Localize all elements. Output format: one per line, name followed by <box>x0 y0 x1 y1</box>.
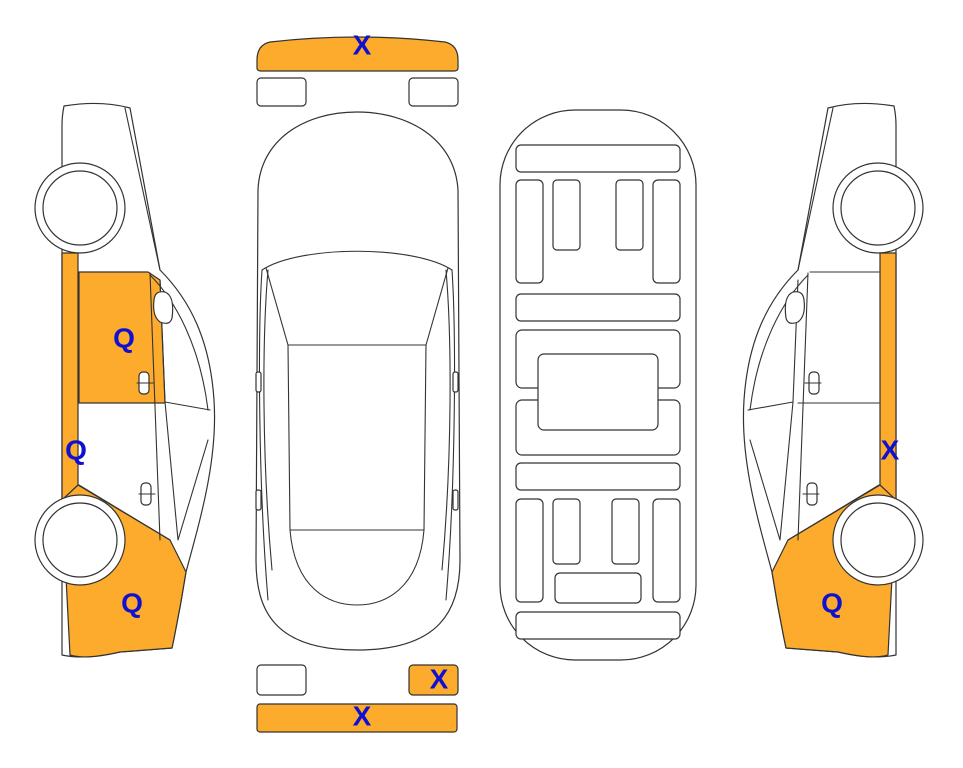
underbody-mid-crossmember <box>515 293 681 322</box>
right-side-rear-door-line <box>787 484 880 541</box>
left-side-view: Q Q Q <box>34 102 216 658</box>
right-front-door-handle[interactable] <box>804 371 822 395</box>
underbody-front-left-inner <box>552 179 581 251</box>
top-view-body-outline[interactable] <box>255 111 461 651</box>
left-front-door-handle[interactable] <box>136 371 154 395</box>
underbody-front-right-inner <box>615 179 644 251</box>
right-rocker-mark: X <box>881 434 900 465</box>
right-rear-quarter-mark: Q <box>821 587 843 618</box>
right-rear-wheel[interactable] <box>832 494 924 586</box>
underbody-rear-right-rail <box>652 498 681 603</box>
left-front-door-mark: Q <box>113 322 135 353</box>
right-side-mirror[interactable] <box>784 291 805 324</box>
left-rocker-mark: Q <box>65 434 87 465</box>
right-side-view: X Q <box>742 102 924 658</box>
top-view-roof <box>287 344 427 531</box>
rear-bumper-mark: X <box>353 700 372 731</box>
top-view-left-fender <box>258 269 269 601</box>
underbody-front-right-rail <box>652 179 681 284</box>
left-side-door-edge <box>149 272 161 541</box>
left-side-hood-line <box>124 107 161 271</box>
top-view-right-pillar <box>441 269 451 571</box>
left-front-wheel[interactable] <box>34 162 126 254</box>
underbody-rear-panel <box>515 611 681 640</box>
left-rear-door-handle[interactable] <box>138 482 156 506</box>
right-side-belt-line <box>749 274 809 411</box>
left-mirror[interactable] <box>255 371 262 393</box>
right-rear-wheel-rim <box>840 502 916 578</box>
underbody-view <box>499 109 697 661</box>
underbody-rear-crossmember <box>515 462 681 491</box>
rear-right-taillight-mark: X <box>430 663 449 694</box>
underbody-rear-right-inner <box>611 498 640 565</box>
top-view-windshield <box>265 267 449 346</box>
front-bumper-mark: X <box>353 29 372 60</box>
underbody-front-left-rail <box>515 179 544 284</box>
rear-right-taillight[interactable] <box>408 664 459 696</box>
rear-left-taillight[interactable] <box>256 664 307 696</box>
right-side-rear-window-line <box>749 401 794 541</box>
right-side-hood-line <box>797 107 834 271</box>
underbody-front-crossmember <box>515 144 681 173</box>
front-bumper-panel[interactable] <box>256 36 459 72</box>
right-rear-door-handle[interactable] <box>802 482 820 506</box>
underbody-rear-left-inner <box>552 498 581 565</box>
left-side-mirror[interactable] <box>153 291 174 324</box>
rear-view-group: X X <box>256 663 459 733</box>
underbody-exhaust-box <box>554 572 642 604</box>
left-rear-handle[interactable] <box>255 489 262 511</box>
right-front-wheel[interactable] <box>832 162 924 254</box>
top-view-right-fender <box>445 269 456 601</box>
right-rear-handle[interactable] <box>452 489 459 511</box>
top-view-left-pillar <box>263 269 273 571</box>
right-mirror[interactable] <box>452 371 459 393</box>
top-view-hood-line <box>261 250 453 271</box>
right-front-wheel-rim <box>840 170 916 246</box>
front-left-headlight[interactable] <box>256 77 307 107</box>
left-front-wheel-rim <box>42 170 118 246</box>
rear-bumper-panel[interactable] <box>256 703 458 733</box>
left-side-rear-door-line <box>78 484 171 541</box>
right-side-door-edge <box>797 272 809 541</box>
underbody-rear-left-rail <box>515 498 544 603</box>
left-side-belt-line <box>149 274 209 411</box>
left-side-rear-window-line <box>164 401 209 541</box>
front-view-group: X <box>256 29 459 107</box>
top-view-rear-window <box>289 529 425 606</box>
top-view-car <box>255 111 461 651</box>
underbody-center-pan <box>537 353 659 431</box>
left-rear-quarter-mark: Q <box>121 587 143 618</box>
left-rear-wheel[interactable] <box>34 494 126 586</box>
left-rear-wheel-rim <box>42 502 118 578</box>
front-right-headlight[interactable] <box>408 77 459 107</box>
